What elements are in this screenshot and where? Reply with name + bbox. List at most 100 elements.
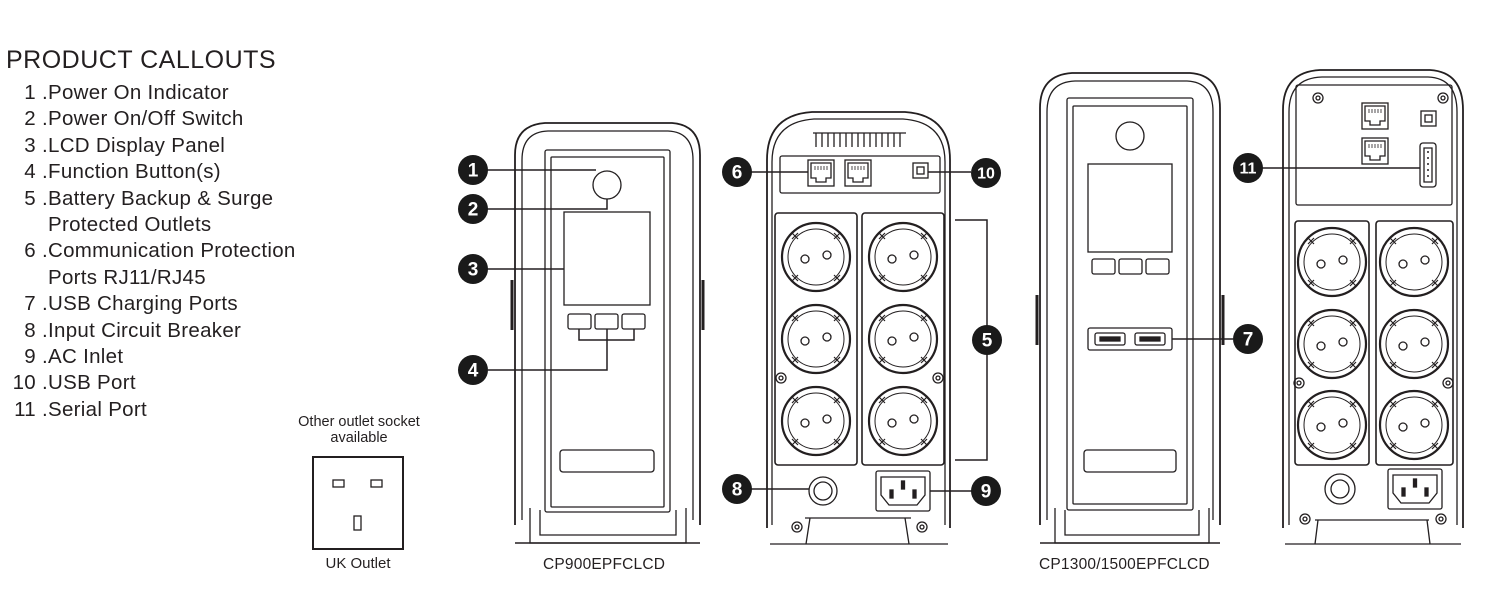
callout-item: 1 .Power On Indicator — [6, 80, 296, 106]
callout-number: 1 . — [18, 81, 48, 104]
callout-text: Function Button(s) — [48, 160, 221, 184]
callout-list: 1 .Power On Indicator 2 .Power On/Off Sw… — [6, 80, 296, 423]
badge-1-number: 1 — [468, 161, 479, 182]
badge-9-number: 9 — [981, 482, 992, 503]
circuit-breaker — [808, 476, 838, 506]
badge-2-number: 2 — [468, 200, 479, 221]
function-button — [1091, 258, 1116, 275]
outlet-panel-right — [1375, 220, 1454, 466]
usb-port — [912, 162, 929, 179]
badge-6-number: 6 — [732, 163, 743, 184]
outlet-panel-left — [774, 212, 858, 466]
function-button — [594, 313, 619, 330]
usb-charging-port — [1134, 332, 1166, 346]
callout-item: 10 .USB Port — [6, 370, 296, 396]
function-button — [621, 313, 646, 330]
callout-text: Power On/Off Switch — [48, 107, 244, 131]
leader-line-4 — [488, 329, 635, 371]
callout-text: AC Inlet — [48, 345, 124, 369]
usb-port — [1420, 110, 1437, 127]
cp1300-front-unit — [1035, 72, 1225, 544]
callout-text: Input Circuit Breaker — [48, 318, 242, 342]
power-indicator-icon — [592, 170, 622, 200]
badge-7-number: 7 — [1243, 330, 1254, 351]
badge-10-number: 10 — [977, 166, 995, 183]
function-button — [1118, 258, 1143, 275]
usb-charging-port — [1094, 332, 1126, 346]
callout-number: 6 . — [18, 239, 48, 263]
front-grip — [559, 449, 655, 473]
badge-9: 9 — [971, 476, 1001, 506]
callout-number: 9 . — [18, 345, 48, 369]
uk-outlet-drawing — [312, 456, 404, 550]
badge-4: 4 — [458, 355, 488, 385]
callout-text: Communication Protection — [48, 239, 296, 263]
uk-outlet-label: UK Outlet — [325, 555, 391, 572]
front-grip — [1083, 449, 1177, 473]
cp1300-rear-unit — [1282, 69, 1464, 545]
cp900-front-unit — [510, 122, 705, 544]
page-title: PRODUCT CALLOUTS — [6, 46, 277, 74]
callout-item: 3 .LCD Display Panel — [6, 133, 296, 159]
ac-inlet — [1387, 468, 1443, 510]
badge-2: 2 — [458, 194, 488, 224]
badge-8: 8 — [722, 474, 752, 504]
ac-inlet — [875, 470, 931, 512]
circuit-breaker — [1324, 473, 1356, 505]
other-outlet-note: Other outlet socket available — [298, 414, 420, 446]
rj45-port — [1361, 137, 1389, 165]
lcd-display-panel — [563, 211, 651, 306]
callout-text: Serial Port — [48, 397, 148, 421]
outlet-panel-left — [1294, 220, 1370, 466]
model-label-cp900: CP900EPFCLCD — [543, 556, 666, 573]
power-indicator-icon — [1115, 121, 1145, 151]
callout-number: 4 . — [18, 160, 48, 184]
cp900-rear-unit — [766, 111, 951, 545]
leader-line-2 — [487, 199, 608, 210]
callout-item: 2 .Power On/Off Switch — [6, 106, 296, 132]
callout-number: 11 . — [14, 397, 48, 421]
callout-number: 7 . — [18, 292, 48, 316]
rj11-port — [807, 159, 835, 187]
rj45-port — [844, 159, 872, 187]
callout-number: 10 . — [12, 371, 48, 395]
outlet-panel-right — [861, 212, 945, 466]
model-label-cp1300-1500: CP1300/1500EPFCLCD — [1039, 556, 1210, 573]
badge-11-number: 11 — [1240, 161, 1257, 178]
badge-5-number: 5 — [982, 331, 993, 352]
badge-8-number: 8 — [732, 480, 743, 501]
callout-item: 9 .AC Inlet — [6, 344, 296, 370]
callout-item: 11 .Serial Port — [6, 397, 296, 423]
callout-text: LCD Display Panel — [48, 133, 226, 157]
callout-text: Battery Backup & Surge — [48, 186, 274, 210]
badge-5: 5 — [972, 325, 1002, 355]
callout-text-continued: Ports RJ11/RJ45 — [48, 265, 206, 289]
badge-3-number: 3 — [468, 260, 479, 281]
badge-11: 11 — [1233, 153, 1263, 183]
callout-number: 2 . — [18, 107, 48, 131]
callout-number: 5 . — [18, 186, 48, 210]
callout-number: 3 . — [18, 133, 48, 157]
function-button — [567, 313, 592, 330]
callout-badges: 1 2 3 4 5 6 7 8 9 10 11 — [458, 153, 1263, 506]
lcd-display-panel — [1087, 163, 1173, 253]
callout-text: USB Charging Ports — [48, 292, 238, 316]
badge-1: 1 — [458, 155, 488, 185]
callout-item: 8 .Input Circuit Breaker — [6, 318, 296, 344]
callout-number: 8 . — [18, 318, 48, 342]
function-button — [1145, 258, 1170, 275]
badge-10: 10 — [971, 158, 1001, 188]
badge-7: 7 — [1233, 324, 1263, 354]
rj11-port — [1361, 102, 1389, 130]
badge-4-number: 4 — [468, 361, 479, 382]
callout-text-continued: Protected Outlets — [48, 213, 212, 237]
badge-3: 3 — [458, 254, 488, 284]
callout-item: 7 .USB Charging Ports — [6, 291, 296, 317]
serial-port — [1419, 142, 1437, 188]
callout-item: 4 .Function Button(s) — [6, 159, 296, 185]
